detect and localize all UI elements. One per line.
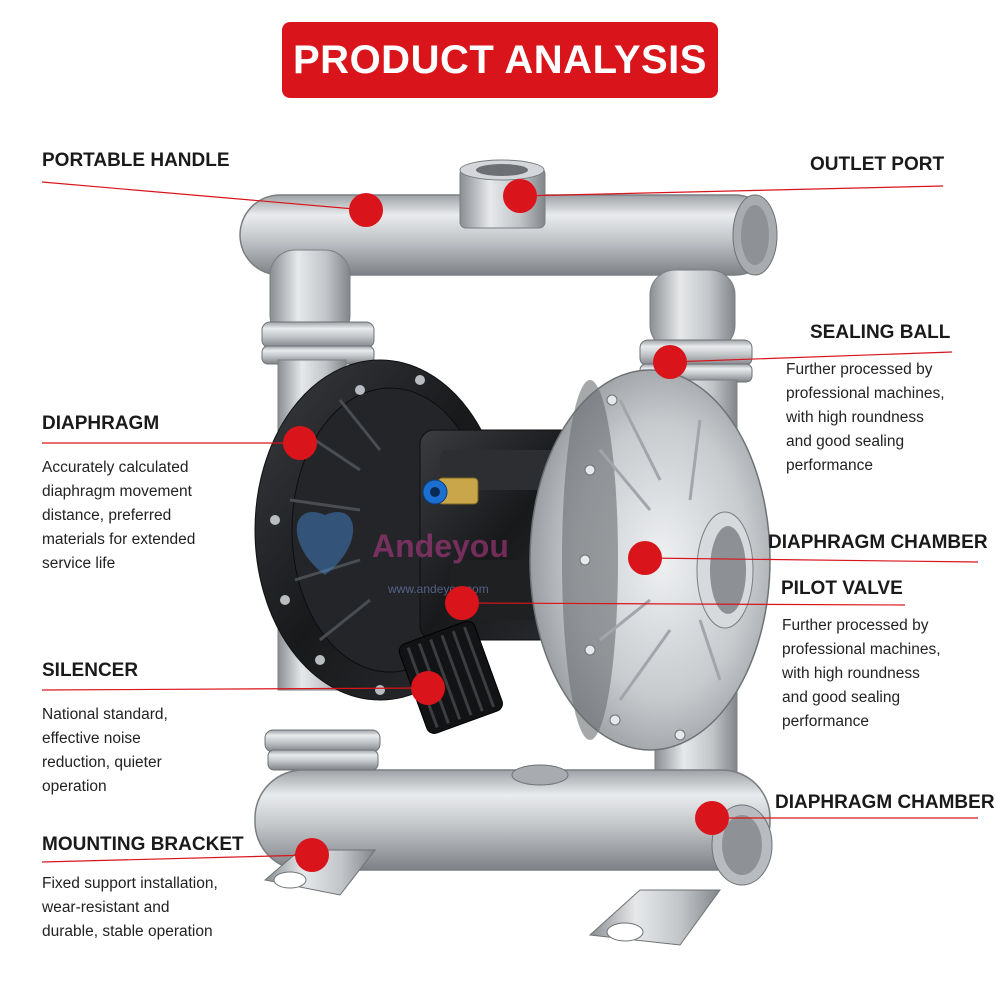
desc-diaphragm: Accurately calculated diaphragm movement… bbox=[42, 459, 196, 572]
label-diaphragm: DIAPHRAGM bbox=[42, 413, 160, 434]
watermark-url: www.andeyou.com bbox=[388, 582, 489, 596]
label-sealing-ball: SEALING BALL bbox=[810, 322, 951, 343]
desc-silencer: National standard, effective noise reduc… bbox=[42, 706, 168, 795]
desc-pilot-valve: Further processed by professional machin… bbox=[782, 617, 941, 730]
label-silencer: SILENCER bbox=[42, 660, 139, 681]
label-mounting-bracket: MOUNTING BRACKET bbox=[42, 834, 244, 855]
label-diaphragm-chamber-1: DIAPHRAGM CHAMBER bbox=[768, 532, 988, 553]
desc-mounting-bracket: Fixed support installation, wear-resista… bbox=[42, 875, 218, 940]
label-diaphragm-chamber-2: DIAPHRAGM CHAMBER bbox=[775, 792, 995, 813]
title-banner: PRODUCT ANALYSIS bbox=[282, 22, 718, 98]
watermark-brand: Andeyou bbox=[372, 528, 509, 564]
label-outlet-port: OUTLET PORT bbox=[810, 154, 945, 175]
label-portable-handle: PORTABLE HANDLE bbox=[42, 150, 230, 171]
page-title: PRODUCT ANALYSIS bbox=[293, 37, 707, 82]
label-pilot-valve: PILOT VALVE bbox=[781, 578, 903, 599]
desc-sealing-ball: Further processed by professional machin… bbox=[786, 361, 945, 474]
